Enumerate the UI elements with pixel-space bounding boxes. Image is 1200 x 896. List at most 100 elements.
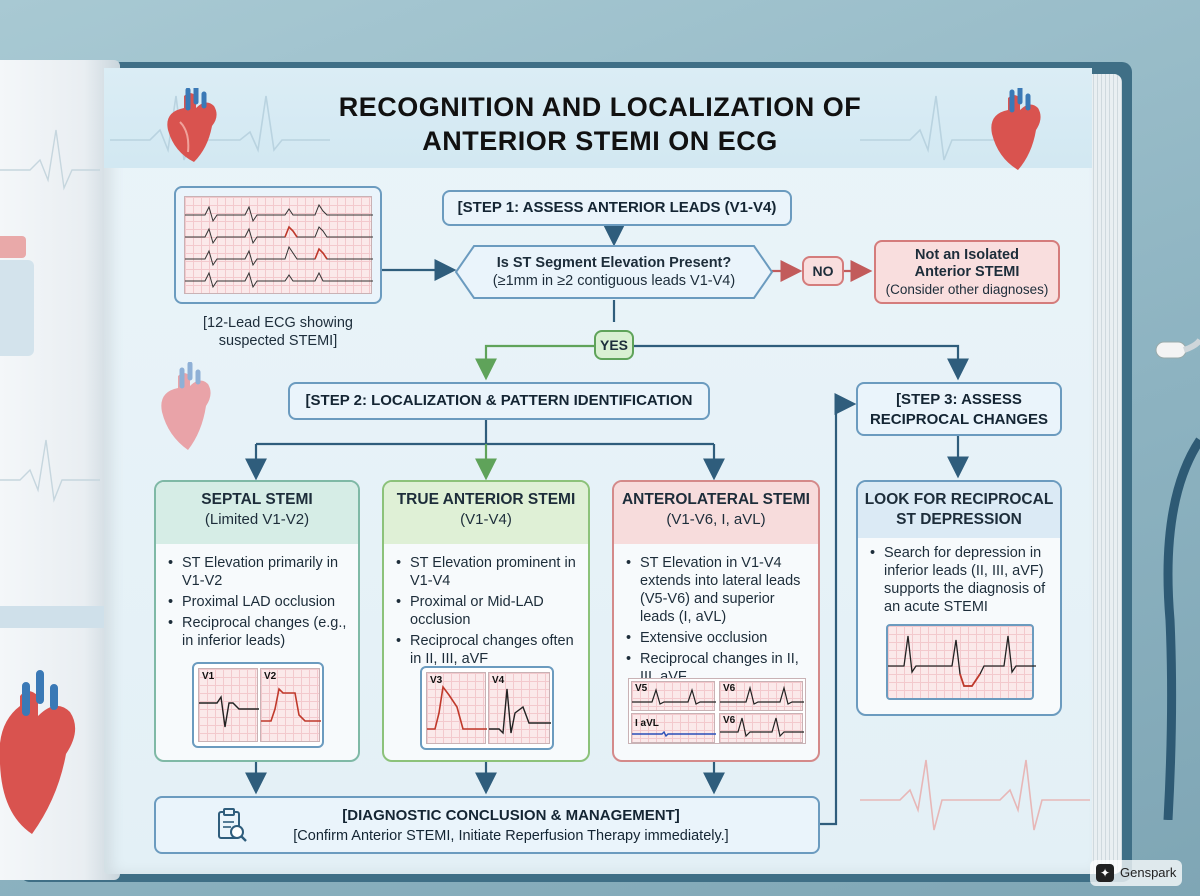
bottom-right-trace: [860, 759, 1090, 831]
conclusion-text-block: [DIAGNOSTIC CONCLUSION & MANAGEMENT] [Co…: [256, 806, 766, 846]
step3-title-2: RECIPROCAL CHANGES: [869, 411, 1049, 428]
ecg-12lead-grid: [184, 196, 373, 294]
septal-subtitle: (Limited V1-V2): [204, 511, 310, 528]
lead-label: I aVL: [635, 718, 659, 729]
reciprocal-header: LOOK FOR RECIPROCAL ST DEPRESSION: [858, 482, 1060, 538]
ecg-12lead-traces: [185, 203, 373, 289]
lead-label: V3: [430, 675, 443, 686]
brand-logo-icon: ✦: [1096, 864, 1114, 882]
yes-label: YES: [599, 337, 628, 353]
brand-label: Genspark: [1120, 865, 1177, 880]
septal-title: SEPTAL STEMI: [201, 491, 313, 508]
true-anterior-bullet: Reciprocal changes often in II, III, aVF: [396, 632, 580, 668]
no-label: NO: [812, 263, 834, 279]
true-anterior-header: TRUE ANTERIOR STEMI (V1-V4): [384, 482, 588, 544]
septal-bullet: Reciprocal changes (e.g., in inferior le…: [168, 614, 350, 650]
lead-label: V6: [723, 683, 736, 694]
reciprocal-bullets: Search for depression in inferior leads …: [858, 538, 1060, 616]
septal-header: SEPTAL STEMI (Limited V1-V2): [156, 482, 358, 544]
septal-bullet: ST Elevation primarily in V1-V2: [168, 554, 350, 590]
true-anterior-stemi-card: TRUE ANTERIOR STEMI (V1-V4) ST Elevation…: [382, 480, 590, 762]
anterolateral-ecg-panel: V5 V6 I aVL V6: [628, 678, 806, 744]
anterolateral-bullet: Extensive occlusion: [626, 629, 810, 647]
step1-criteria: (≥1mm in ≥2 contiguous leads V1-V4): [492, 273, 736, 289]
true-anterior-ecg-panel: V3 V4: [420, 666, 554, 750]
anterolateral-title: ANTEROLATERAL STEMI: [621, 491, 810, 508]
step1-question-shape: [454, 245, 774, 299]
reciprocal-card: LOOK FOR RECIPROCAL ST DEPRESSION Search…: [856, 480, 1062, 716]
left-page-trace: [0, 129, 100, 191]
ecg-caption-line-1: [12-Lead ECG showing: [203, 315, 353, 331]
anterolateral-header: ANTEROLATERAL STEMI (V1-V6, I, aVL): [614, 482, 818, 544]
heart-icon: [167, 88, 217, 162]
ecg-12lead-panel: [174, 186, 382, 304]
page-stack: [1086, 74, 1122, 874]
no-badge: NO: [802, 256, 844, 286]
no-result-title-1: Not an Isolated: [915, 247, 1019, 263]
ecg-caption-line-2: suspected STEMI]: [218, 333, 338, 349]
no-result-note: (Consider other diagnoses): [885, 282, 1049, 297]
conclusion-title: [DIAGNOSTIC CONCLUSION & MANAGEMENT]: [342, 807, 680, 824]
septal-ecg-v1: V1: [198, 668, 259, 742]
anterolateral-bullet: ST Elevation in V1-V4 extends into later…: [626, 554, 810, 626]
yes-to-step3-arrow: [632, 344, 969, 381]
page-tab-blue: [0, 260, 34, 356]
step2-title: [STEP 2: LOCALIZATION & PATTERN IDENTIFI…: [305, 392, 693, 409]
anterolateral-subtitle: (V1-V6, I, aVL): [666, 511, 766, 528]
true-anterior-bullet: Proximal or Mid-LAD occlusion: [396, 593, 580, 629]
reciprocal-title-2: ST DEPRESSION: [896, 511, 1022, 528]
true-anterior-bullet: ST Elevation prominent in V1-V4: [396, 554, 580, 590]
no-result-box: Not an Isolated Anterior STEMI (Consider…: [874, 240, 1060, 304]
true-anterior-subtitle: (V1-V4): [460, 511, 512, 528]
step1-question-text: Is ST Segment Elevation Present?: [496, 255, 732, 271]
top-right-trace: [860, 95, 1000, 161]
heart-icon: [991, 88, 1041, 170]
step1-box: [STEP 1: ASSESS ANTERIOR LEADS (V1-V4): [442, 190, 792, 226]
title-line-2: ANTERIOR STEMI ON ECG: [422, 126, 778, 156]
page-tab-blue-2: [0, 606, 110, 628]
yes-badge: YES: [594, 330, 634, 360]
true-anterior-bullets: ST Elevation prominent in V1-V4 Proximal…: [384, 544, 588, 668]
ecg-caption: [12-Lead ECG showing suspected STEMI]: [160, 314, 396, 350]
lead-label: V6: [723, 715, 736, 726]
true-anterior-ecg-v4: V4: [488, 672, 551, 744]
anterolateral-ecg-avl: I aVL: [631, 713, 716, 743]
left-page-trace-2: [0, 439, 100, 503]
septal-bullet: Proximal LAD occlusion: [168, 593, 350, 611]
step2-box: [STEP 2: LOCALIZATION & PATTERN IDENTIFI…: [288, 382, 710, 420]
anterolateral-stemi-card: ANTEROLATERAL STEMI (V1-V6, I, aVL) ST E…: [612, 480, 820, 762]
step3-box: [STEP 3: ASSESS RECIPROCAL CHANGES: [856, 382, 1062, 436]
lead-label: V4: [492, 675, 505, 686]
anterolateral-ecg-v6: V6: [719, 681, 804, 711]
conclusion-text: [Confirm Anterior STEMI, Initiate Reperf…: [293, 828, 729, 844]
anterolateral-ecg-v5: V5: [631, 681, 716, 711]
page-title: RECOGNITION AND LOCALIZATION OF ANTERIOR…: [240, 90, 960, 158]
yes-to-step2-arrow: [475, 344, 596, 381]
anterolateral-bullets: ST Elevation in V1-V4 extends into later…: [614, 544, 818, 686]
stethoscope-icon: [1155, 338, 1200, 820]
clipboard-search-icon: [218, 808, 247, 842]
conclusion-box: [DIAGNOSTIC CONCLUSION & MANAGEMENT] [Co…: [154, 796, 820, 854]
step1-question: Is ST Segment Elevation Present? (≥1mm i…: [454, 254, 774, 290]
conclusion-to-step3-arrow: [820, 393, 857, 826]
step3-title-1: [STEP 3: ASSESS: [896, 391, 1022, 408]
no-result-title-2: Anterior STEMI: [914, 264, 1020, 280]
heart-icon: [0, 670, 76, 834]
true-anterior-title: TRUE ANTERIOR STEMI: [396, 491, 576, 508]
brand-badge[interactable]: ✦ Genspark: [1090, 860, 1182, 886]
step1-title: [STEP 1: ASSESS ANTERIOR LEADS (V1-V4): [457, 199, 777, 216]
reciprocal-ecg-panel: [886, 624, 1036, 700]
septal-stemi-card: SEPTAL STEMI (Limited V1-V2) ST Elevatio…: [154, 480, 360, 762]
septal-bullets: ST Elevation primarily in V1-V2 Proximal…: [156, 544, 358, 650]
lead-label: V2: [264, 671, 277, 682]
anterolateral-ecg-v6-2: V6: [719, 713, 804, 743]
lead-label: V1: [202, 671, 215, 682]
septal-ecg-v2: V2: [260, 668, 321, 742]
lead-label: V5: [635, 683, 648, 694]
heart-icon: [161, 362, 211, 450]
page-tab-red: [0, 236, 26, 258]
reciprocal-title-1: LOOK FOR RECIPROCAL: [864, 491, 1054, 508]
top-left-trace: [110, 95, 330, 161]
reciprocal-ecg-trace: [888, 635, 1036, 687]
